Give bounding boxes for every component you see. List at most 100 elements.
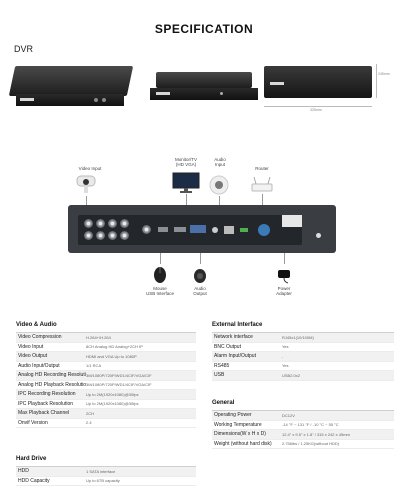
table-row: HDD 1 SATA interface xyxy=(16,467,196,477)
usb-port xyxy=(158,227,168,232)
table-row: Weight (without hard disk)2.756lbs / 1.2… xyxy=(212,440,394,449)
spec-key: Working Temperature xyxy=(214,421,262,428)
router-icon xyxy=(250,176,274,194)
label-mouse: Mouse USB Interface xyxy=(145,286,174,297)
spec-value: Yes xyxy=(282,363,289,369)
spec-value: - xyxy=(282,353,284,359)
monitor-icon xyxy=(172,172,200,194)
label-audio-input: Audio Input xyxy=(214,157,226,168)
bnc-port xyxy=(84,231,93,240)
label-router: Router xyxy=(255,166,269,171)
spec-table-general: Operating Power DC12V Working Temperature… xyxy=(212,410,394,449)
table-row: RS485 Yes xyxy=(212,362,394,371)
spec-value: Up to 6TB capacity xyxy=(86,478,120,484)
section-title-external-interface: External Interface xyxy=(212,322,263,328)
table-row: HDD Capacity Up to 6TB capacity xyxy=(16,477,196,486)
brand-logo xyxy=(20,98,34,101)
dvr-image-dimensions: 325mm 245mm xyxy=(262,58,398,128)
spec-key: IPC Recording Resolution xyxy=(18,391,76,398)
cable-monitor xyxy=(186,194,187,210)
table-row: Dimensions(W x H x D)12.4" x 9.5" x 1.8"… xyxy=(212,430,394,440)
spec-value: 1 SATA interface xyxy=(86,468,116,474)
spec-value: DC12V xyxy=(282,412,295,418)
spec-value: HDMI and VGA Up to 1080P xyxy=(86,353,137,359)
cable-mouse xyxy=(160,250,161,264)
spec-key: HDD xyxy=(18,468,29,475)
spec-key: BNC Output xyxy=(214,343,241,350)
front-port xyxy=(220,92,223,95)
power-adapter-icon xyxy=(274,264,294,284)
bnc-port xyxy=(108,219,117,228)
mouse-icon xyxy=(150,264,170,284)
microphone-icon xyxy=(208,174,230,196)
camera-icon xyxy=(74,174,98,196)
label-power-adapter: Power Adapter xyxy=(276,286,292,297)
speaker-icon xyxy=(190,264,210,284)
table-row: IPC Recording Resolution Up to 2M(1920x10… xyxy=(16,390,196,400)
dimension-line-width xyxy=(264,106,372,107)
spec-key: Video Compression xyxy=(18,334,62,341)
hdmi-port xyxy=(174,227,186,232)
spec-table-external-interface: Network interface RJ45x1(10/100M) BNC Out… xyxy=(212,332,394,381)
spec-key: Analog HD Playback Resolution xyxy=(18,381,86,388)
spec-value: 12.4" x 9.5" x 1.8" / 315 x 242 x 45mm xyxy=(282,431,350,437)
bnc-port xyxy=(108,231,117,240)
label-video-input: Video Input xyxy=(78,166,102,171)
bnc-port xyxy=(84,219,93,228)
cable-router xyxy=(262,194,263,210)
brand-logo xyxy=(156,92,170,95)
table-row: Video Input 8CH Analog HD Analog+2CH IP xyxy=(16,343,196,352)
spec-value: 2.756lbs / 1.25KG(without HDD) xyxy=(282,441,340,447)
spec-value: 3M/1080P/720P/WD1/4CIF/VGA/CIF xyxy=(86,382,152,388)
dvr-image-angled xyxy=(8,66,134,116)
spec-key: Max Playback Channel xyxy=(18,410,70,417)
section-title-hard-drive: Hard Drive xyxy=(16,456,47,462)
table-row: Audio Input/Output 1/1 RCA xyxy=(16,362,196,371)
spec-value: 3M/1080P/720P/WD1/4CIF/VGA/CIF xyxy=(86,372,152,378)
table-row: Alarm Input/Output - xyxy=(212,352,394,362)
cable-video-input xyxy=(86,196,87,210)
spec-key: RS485 xyxy=(214,362,230,369)
dimension-width: 325mm xyxy=(310,108,322,112)
audio-port xyxy=(212,227,218,233)
table-row: IPC Playback Resolution Up to 2M(1920x108… xyxy=(16,400,196,409)
spec-table-hard-drive: HDD 1 SATA interface HDD Capacity Up to 6T… xyxy=(16,466,196,486)
spec-key: Audio Input/Output xyxy=(18,362,60,369)
spec-value: RJ45x1(10/100M) xyxy=(282,334,314,340)
ethernet-port xyxy=(224,226,234,234)
spec-key: Operating Power xyxy=(214,412,252,419)
cable-audio-output xyxy=(200,250,201,264)
spec-key: HDD Capacity xyxy=(18,477,50,484)
spec-value: Up to 2M(1920x1080)@30fps xyxy=(86,391,139,397)
dvr-rear-panel xyxy=(68,205,336,253)
spec-key: Network interface xyxy=(214,334,253,341)
spec-key: Video Output xyxy=(18,353,48,360)
spec-key: IPC Playback Resolution xyxy=(18,400,74,407)
bnc-port xyxy=(96,219,105,228)
section-label-dvr: DVR xyxy=(14,44,34,54)
spec-value: 1/1 RCA xyxy=(86,363,102,369)
label-audio-output: Audio Output xyxy=(193,286,207,297)
spec-key: Onvif Version xyxy=(18,419,48,426)
spec-value: Up to 2M(1920x1080)@30fps xyxy=(86,401,139,407)
spec-key: Video Input xyxy=(18,343,44,350)
rear-port-area xyxy=(78,215,302,245)
table-row: Operating Power DC12V xyxy=(212,411,394,421)
label-monitor: Monitor/TV (HD VGA) xyxy=(174,157,197,168)
brand-logo xyxy=(270,82,284,85)
spec-value: -14 °F ~ 131 °F / -10 °C ~ 55 °C xyxy=(282,422,339,428)
spec-key: Alarm Input/Output xyxy=(214,353,256,360)
bnc-port xyxy=(142,225,151,234)
cable-power xyxy=(284,250,285,264)
section-title-video-audio: Video & Audio xyxy=(16,322,57,328)
spec-value: 2.4 xyxy=(86,420,92,426)
spec-value: 8CH Analog HD Analog+2CH IP xyxy=(86,344,143,350)
table-row: BNC Output Yes xyxy=(212,343,394,352)
page-title: SPECIFICATION xyxy=(154,22,254,36)
spec-value: Yes xyxy=(282,344,289,350)
spec-key: USB xyxy=(214,372,225,379)
bnc-port xyxy=(96,231,105,240)
spec-value: 2CH xyxy=(86,410,95,416)
rs485-port xyxy=(240,228,248,232)
